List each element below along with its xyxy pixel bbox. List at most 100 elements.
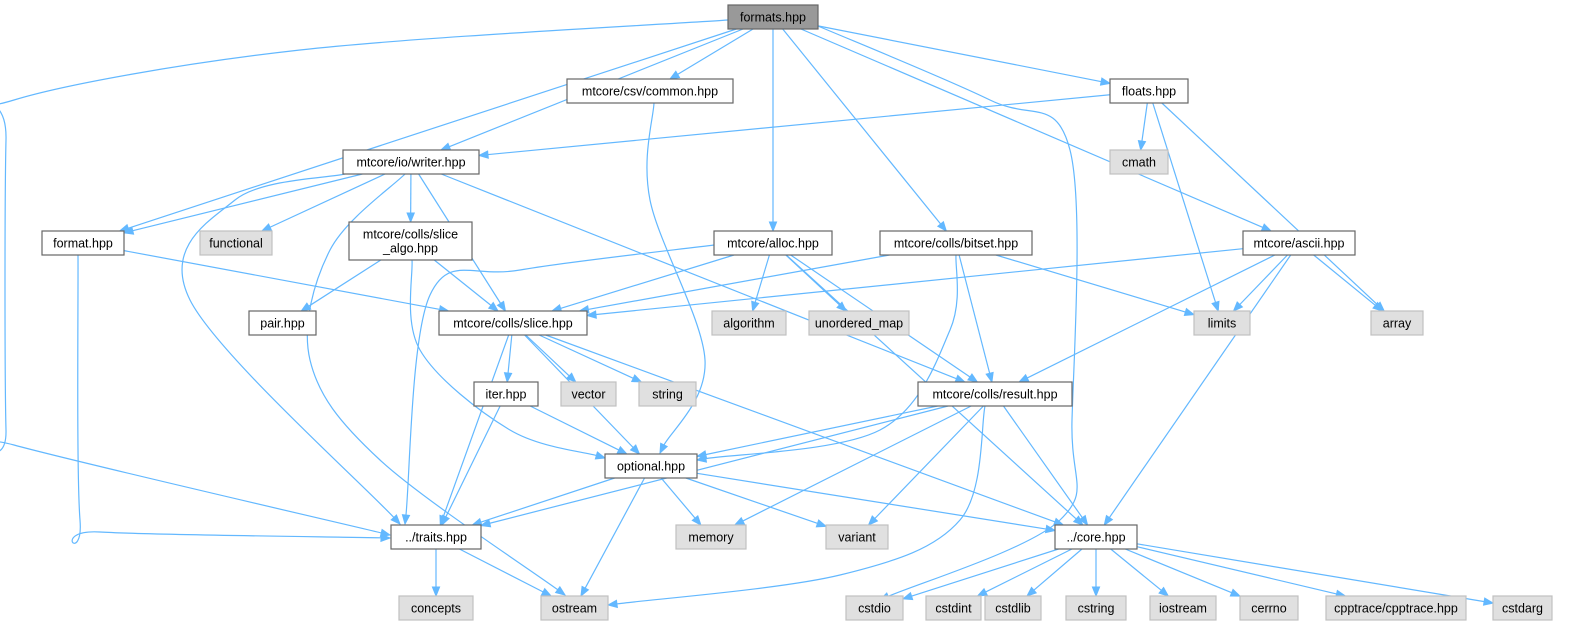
edge-alloc-to-algorithm [751,254,770,313]
arrowhead-icon [1044,524,1057,534]
node-cpptrace: cpptrace/cpptrace.hpp [1325,595,1467,621]
node-label: cmath [1122,156,1156,170]
arrowhead-icon [380,533,392,543]
edge-traits-to-ostream [459,548,553,597]
node-optional[interactable]: optional.hpp [604,453,698,479]
edge-line [71,254,383,544]
node-label: floats.hpp [1122,85,1176,99]
node-label: pair.hpp [260,317,305,331]
node-result[interactable]: mtcore/colls/result.hpp [917,381,1073,407]
node-box [1109,78,1189,104]
edge-line [782,28,942,226]
edge-csvcommon-to-optional [646,102,706,455]
node-label: cpptrace/cpptrace.hpp [1334,602,1458,616]
edge-core-to-cstdint [976,548,1073,597]
edge-core-to-cstring [1091,549,1101,598]
node-box [398,595,474,621]
edge-core-to-cstdio [901,548,1059,601]
edge-slice-to-vector [525,334,577,383]
node-label: concepts [411,602,461,616]
node-label: memory [688,531,734,545]
node-label: cstdlib [995,602,1030,616]
arrowhead-icon [629,444,641,455]
arrowhead-icon [1052,517,1065,526]
node-formats[interactable]: formats.hpp [727,4,819,30]
node-box [845,595,904,621]
node-cstring: cstring [1065,595,1127,621]
edge-line [958,254,991,375]
node-slicealgo[interactable]: mtcore/colls/slice_algo.hpp [348,221,473,261]
arrowhead-icon [630,374,643,383]
edge-line [442,334,510,518]
node-writer[interactable]: mtcore/io/writer.hpp [342,149,480,175]
edge-line [995,254,1187,313]
edge-slice-to-string [538,334,643,383]
node-label: optional.hpp [617,460,685,474]
node-iter[interactable]: iter.hpp [473,381,539,407]
edge-line [529,405,620,451]
arrowhead-icon [554,585,567,596]
edge-line [873,405,984,520]
edge-line [817,25,1078,598]
node-box [41,230,125,256]
arrowhead-icon [695,450,708,459]
arrowhead-icon [565,372,577,383]
edge-writer-to-ostream [306,173,567,596]
edge-line [754,254,770,304]
edge-result-to-traits [479,405,949,528]
edge-layer [0,19,1495,609]
node-limits: limits [1193,310,1251,336]
edge-formats-to-csvcommon [668,28,754,80]
node-format[interactable]: format.hpp [41,230,125,256]
edge-line [676,28,754,76]
edge-line [0,19,729,534]
edge-writer-to-traits [181,173,401,525]
node-functional: functional [199,230,273,256]
arrowhead-icon [496,300,507,313]
node-floats[interactable]: floats.hpp [1109,78,1189,104]
node-core[interactable]: ../core.hpp [1054,524,1138,550]
node-bitset[interactable]: mtcore/colls/bitset.hpp [879,230,1033,256]
node-label: string [652,388,683,402]
edge-slice-to-traits [439,334,510,527]
arrowhead-icon [441,514,450,527]
node-slice[interactable]: mtcore/colls/slice.hpp [438,310,588,336]
edge-line [1032,548,1083,592]
edge-core-to-cpptrace [1136,546,1347,599]
node-concepts: concepts [398,595,474,621]
node-ascii[interactable]: mtcore/ascii.hpp [1242,230,1356,256]
arrowhead-icon [967,373,979,383]
arrowhead-icon [815,519,828,528]
edge-alloc-to-traits [401,244,715,526]
node-unordered_map: unordered_map [808,310,910,336]
edge-optional-to-ostream [580,477,646,598]
node-box [711,310,787,336]
edge-line [545,334,1057,523]
arrowhead-icon [985,371,994,384]
edge-core-to-cstdarg [1136,543,1495,606]
arrowhead-icon [439,142,452,151]
node-box [925,595,982,621]
node-memory: memory [675,524,747,550]
node-label: cstdint [935,602,972,616]
node-box [638,381,697,407]
node-box [1054,524,1138,550]
node-box [348,221,473,261]
edge-line [1136,546,1338,595]
edge-traits-to-concepts [431,549,441,598]
edge-bitset-to-result [958,254,994,384]
node-pair[interactable]: pair.hpp [248,310,317,336]
node-label: mtcore/colls/bitset.hpp [894,237,1018,251]
edge-line [307,259,382,308]
edge-line [444,405,501,519]
node-box [879,230,1033,256]
node-csvcommon[interactable]: mtcore/csv/common.hpp [566,78,734,104]
edge-line [127,28,737,230]
arrowhead-icon [1229,588,1242,597]
arrowhead-icon [580,585,590,598]
node-alloc[interactable]: mtcore/alloc.hpp [713,230,833,256]
node-traits[interactable]: ../traits.hpp [390,524,482,550]
arrowhead-icon [594,451,607,460]
arrowhead-icon [768,221,778,233]
edge-line [538,334,635,380]
